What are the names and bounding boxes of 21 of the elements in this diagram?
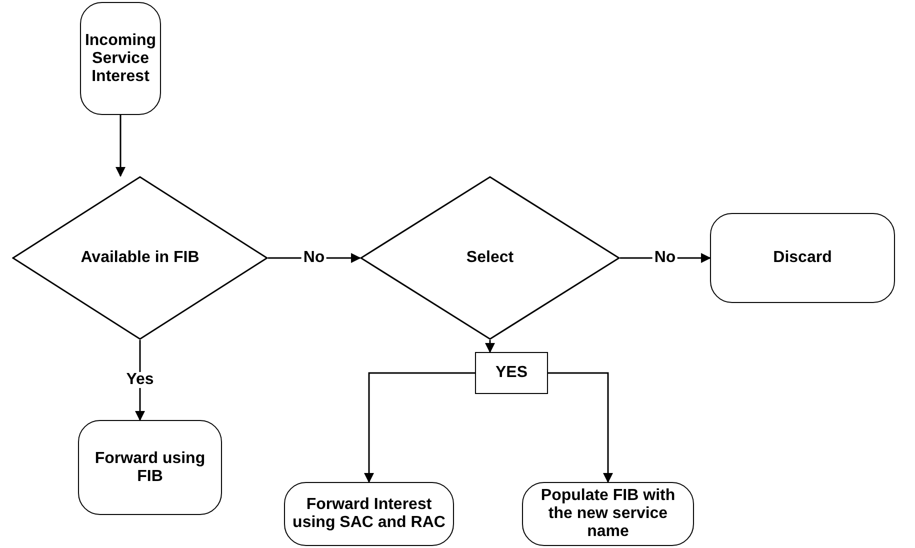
node-text: Select	[465, 249, 515, 267]
process-box	[522, 482, 694, 546]
node-text: Discard	[772, 249, 833, 267]
node-text: Forward Interest using SAC and RAC	[292, 496, 446, 532]
decision-diamond	[12, 176, 268, 340]
process-box	[710, 213, 895, 303]
edge-label: Yes	[124, 372, 156, 388]
node-text: Forward using FIB	[94, 450, 206, 486]
decision-diamond	[360, 176, 620, 340]
process-box	[80, 2, 161, 115]
node-text: Available in FIB	[80, 249, 200, 267]
arrow	[548, 372, 613, 483]
process-box	[78, 420, 222, 515]
process-box	[284, 482, 454, 546]
node-text: YES	[494, 364, 528, 382]
node-text: Incoming Service Interest	[84, 32, 158, 86]
arrow	[485, 340, 495, 353]
decision-box	[475, 352, 548, 394]
node-text: Populate FIB with the new service name	[540, 487, 676, 541]
arrow	[364, 372, 475, 483]
arrow	[116, 115, 126, 177]
